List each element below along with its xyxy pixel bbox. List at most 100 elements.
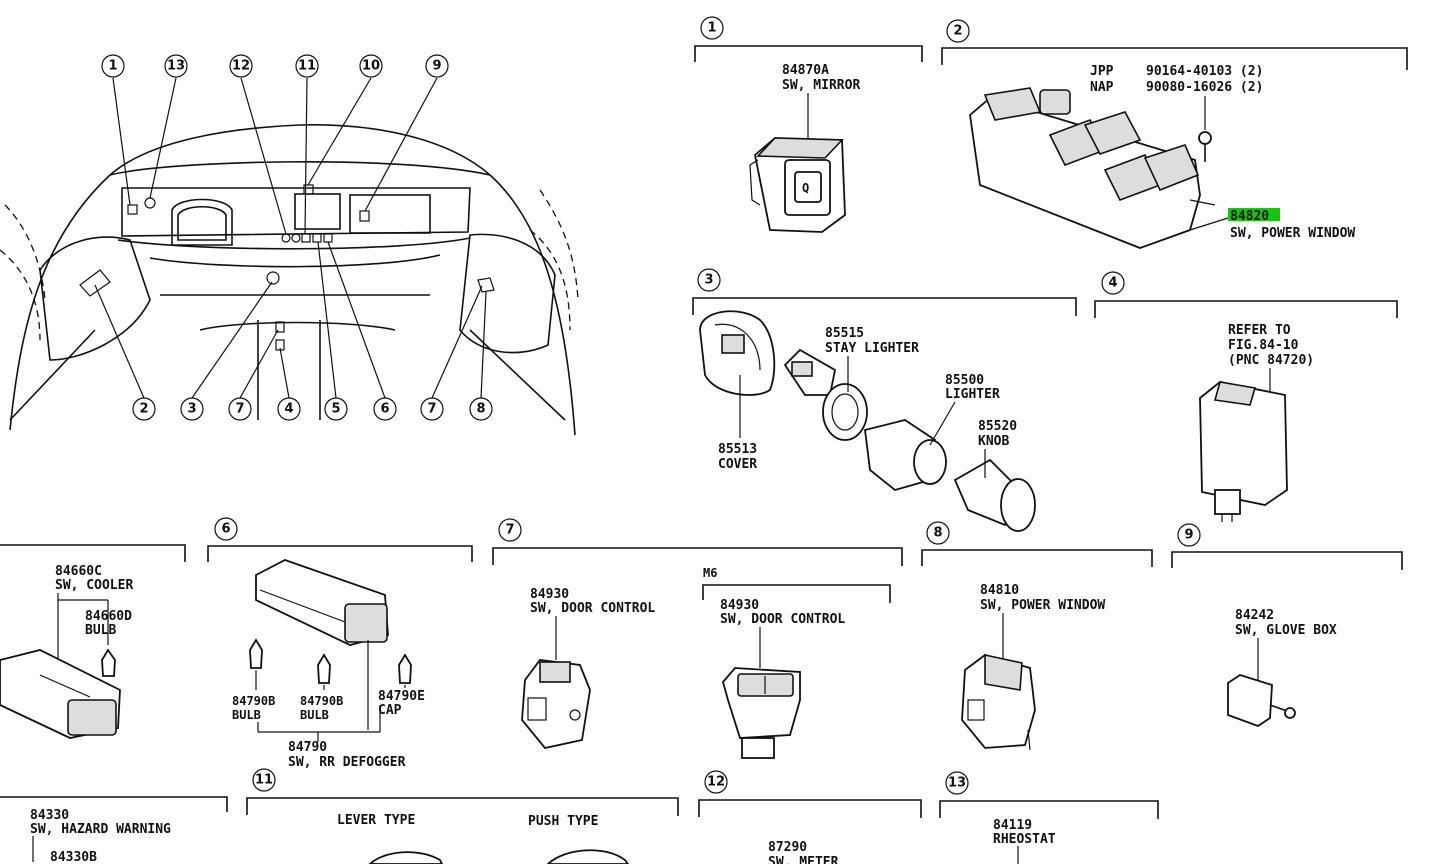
stay-lighter-part (783, 348, 837, 396)
dashboard-overview: 1 13 12 11 10 9 2 3 7 4 5 6 7 8 (0, 54, 579, 436)
svg-text:JPP: JPP (1090, 64, 1114, 79)
svg-text:8: 8 (933, 526, 942, 541)
svg-text:13: 13 (948, 776, 966, 791)
svg-text:BULB: BULB (85, 623, 116, 638)
svg-text:M6: M6 (703, 566, 717, 580)
svg-text:4: 4 (284, 402, 293, 417)
svg-text:RHEOSTAT: RHEOSTAT (993, 832, 1056, 847)
svg-text:12: 12 (707, 775, 725, 790)
svg-text:84870A: 84870A (782, 63, 829, 78)
svg-text:12: 12 (232, 59, 250, 74)
overview-callout-7a: 7 (228, 397, 252, 421)
overview-callout-3: 3 (180, 397, 204, 421)
section-13-rheostat: 13 84119 RHEOSTAT (939, 771, 1159, 864)
svg-text:84820: 84820 (1230, 209, 1269, 224)
svg-text:85500: 85500 (945, 373, 984, 388)
section-4-reference: 4 REFER TO FIG.84-10 (PNC 84720) (1094, 271, 1398, 522)
lighter-knob-part (953, 458, 1036, 532)
svg-text:4: 4 (1108, 276, 1117, 291)
svg-text:9: 9 (1184, 528, 1193, 543)
section-10-hazard-switch: 84330 SW, HAZARD WARNING 84330B (0, 796, 228, 864)
section-8-power-window: 8 84810 SW, POWER WINDOW (921, 521, 1153, 751)
overview-callout-12: 12 (229, 54, 253, 78)
svg-text:REFER TO: REFER TO (1228, 323, 1291, 338)
svg-text:SW, POWER WINDOW: SW, POWER WINDOW (1230, 226, 1355, 241)
svg-text:7: 7 (427, 402, 436, 417)
svg-text:84790B: 84790B (232, 694, 275, 708)
svg-text:84790E: 84790E (378, 689, 425, 704)
svg-text:7: 7 (505, 523, 514, 538)
svg-text:84330: 84330 (30, 808, 69, 823)
svg-text:SW, POWER WINDOW: SW, POWER WINDOW (980, 598, 1105, 613)
overview-callout-10: 10 (359, 54, 383, 78)
svg-text:84930: 84930 (530, 587, 569, 602)
svg-text:84330B: 84330B (50, 850, 97, 864)
svg-text:90080-16026 (2): 90080-16026 (2) (1146, 80, 1263, 95)
svg-text:COVER: COVER (718, 457, 757, 472)
overview-callout-9: 9 (425, 54, 449, 78)
cooler-bulb-part (101, 648, 116, 677)
defogger-bulb-2 (317, 653, 331, 684)
overview-callout-1: 1 (101, 54, 125, 78)
overview-callout-8: 8 (469, 397, 493, 421)
svg-text:9: 9 (432, 59, 441, 74)
section-9-glove-box-switch: 9 84242 SW, GLOVE BOX (1171, 523, 1403, 728)
overview-callout-6: 6 (373, 397, 397, 421)
lighter-cover-part (699, 310, 776, 396)
section-3-cigarette-lighter: 3 85515 STAY LIGHTER 85500 LIGHTER 85520… (692, 268, 1077, 532)
svg-text:LEVER TYPE: LEVER TYPE (337, 813, 415, 828)
svg-text:87290: 87290 (768, 840, 807, 855)
svg-text:SW, GLOVE BOX: SW, GLOVE BOX (1235, 623, 1337, 638)
overview-callout-13: 13 (164, 54, 188, 78)
svg-text:SW, MIRROR: SW, MIRROR (782, 78, 860, 93)
highlight-84820 (1228, 208, 1280, 221)
svg-text:KNOB: KNOB (978, 434, 1009, 449)
section-7-door-control: 7 84930 SW, DOOR CONTROL M6 84930 SW, DO… (492, 518, 903, 759)
overview-callout-2: 2 (132, 397, 156, 421)
svg-text:2: 2 (953, 24, 962, 39)
svg-text:13: 13 (167, 59, 185, 74)
svg-text:90164-40103 (2): 90164-40103 (2) (1146, 64, 1263, 79)
svg-text:1: 1 (108, 59, 117, 74)
power-window-master-part (969, 87, 1216, 249)
svg-text:6: 6 (221, 522, 230, 537)
svg-text:SW, RR DEFOGGER: SW, RR DEFOGGER (288, 755, 406, 770)
svg-text:(PNC 84720): (PNC 84720) (1228, 353, 1314, 368)
overview-callout-4: 4 (277, 397, 301, 421)
svg-text:11: 11 (255, 773, 273, 788)
svg-text:84790B: 84790B (300, 694, 343, 708)
defogger-bulb-1 (249, 638, 263, 669)
section-5-cooler-switch: 84660C SW, COOLER 84660D BULB (0, 544, 186, 739)
glove-box-switch-part (1227, 674, 1296, 728)
mirror-switch-part: Q (749, 137, 846, 233)
svg-text:SW, COOLER: SW, COOLER (55, 578, 133, 593)
section-12-meter-switch: 12 87290 SW, METER (698, 770, 922, 864)
svg-text:84242: 84242 (1235, 608, 1274, 623)
svg-text:NAP: NAP (1090, 80, 1114, 95)
svg-text:CAP: CAP (378, 703, 402, 718)
svg-text:SW, HAZARD WARNING: SW, HAZARD WARNING (30, 822, 171, 837)
svg-text:FIG.84-10: FIG.84-10 (1228, 338, 1299, 353)
power-window-switch-part (961, 654, 1036, 751)
svg-text:84930: 84930 (720, 598, 759, 613)
svg-text:84660C: 84660C (55, 564, 102, 579)
svg-text:85515: 85515 (825, 326, 864, 341)
svg-text:BULB: BULB (300, 708, 329, 722)
svg-text:SW, METER: SW, METER (768, 855, 839, 864)
svg-text:84810: 84810 (980, 583, 1019, 598)
screw-part (1198, 131, 1212, 162)
relay-block-part (1199, 381, 1288, 522)
overview-callout-5: 5 (324, 397, 348, 421)
svg-text:10: 10 (362, 59, 380, 74)
svg-text:PUSH TYPE: PUSH TYPE (528, 814, 598, 829)
section-1-mirror-switch: 1 84870A SW, MIRROR Q (694, 16, 923, 233)
svg-text:85513: 85513 (718, 442, 757, 457)
svg-text:LIGHTER: LIGHTER (945, 387, 1000, 402)
cooler-switch-part (0, 649, 121, 739)
section-11-combination-switch: 11 LEVER TYPE PUSH TYPE (246, 768, 679, 864)
svg-text:1: 1 (707, 21, 716, 36)
svg-text:8: 8 (476, 402, 485, 417)
door-control-switch-m6-part (722, 667, 801, 759)
svg-text:85520: 85520 (978, 419, 1017, 434)
